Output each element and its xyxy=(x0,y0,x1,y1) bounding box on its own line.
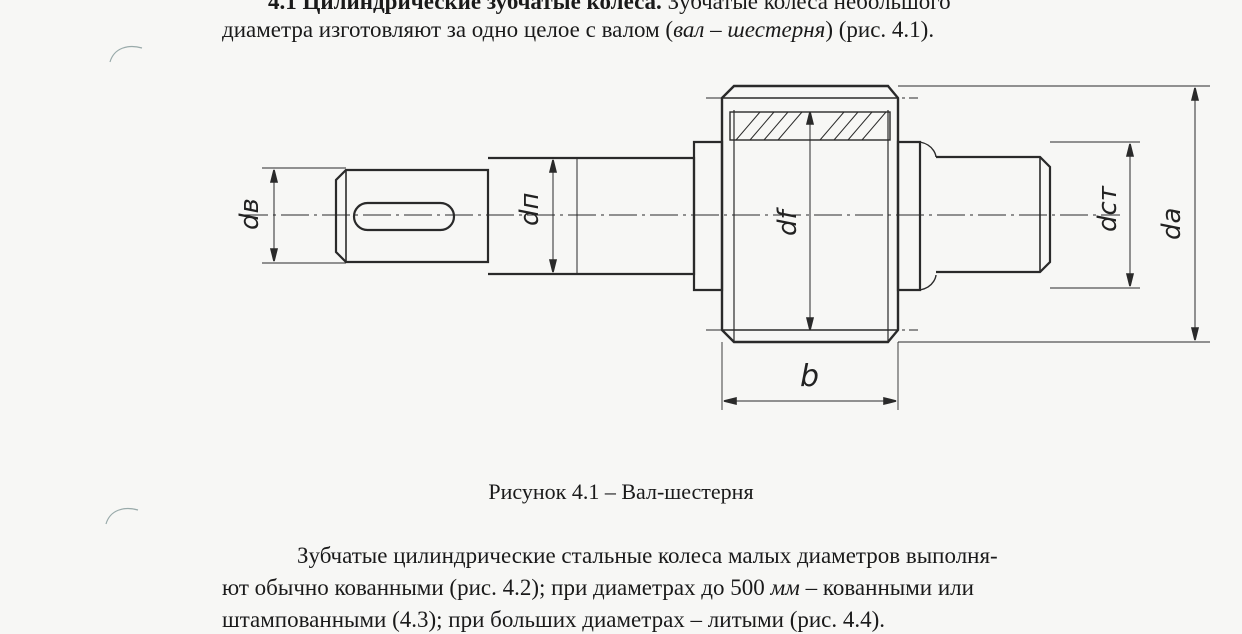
paragraph-line-4: ют обычно кованными (рис. 4.2); при диам… xyxy=(222,575,974,600)
label-d-v: dв xyxy=(235,198,265,230)
paragraph-line-1: 4.1 Цилиндрические зубчатые колеса. Зубч… xyxy=(0,0,1242,16)
hole-punch-mark-top xyxy=(109,45,143,63)
label-d-st: dст xyxy=(1093,185,1123,232)
hole-punch-mark-bottom xyxy=(105,507,139,525)
paragraph-line-2: диаметра изготовляют за одно целое с вал… xyxy=(222,17,935,42)
label-d-p: dп xyxy=(515,192,545,226)
label-d-f: df xyxy=(773,206,803,236)
figure-caption: Рисунок 4.1 – Вал-шестерня xyxy=(488,479,754,504)
paragraph-line-3: Зубчатые цилиндрические стальные колеса … xyxy=(297,543,998,568)
paragraph-line-5: штампованными (4.3); при больших диаметр… xyxy=(222,607,886,632)
section-heading: 4.1 Цилиндрические зубчатые колеса. xyxy=(268,0,662,14)
label-b: b xyxy=(800,359,819,394)
label-d-a: da xyxy=(1157,208,1187,240)
